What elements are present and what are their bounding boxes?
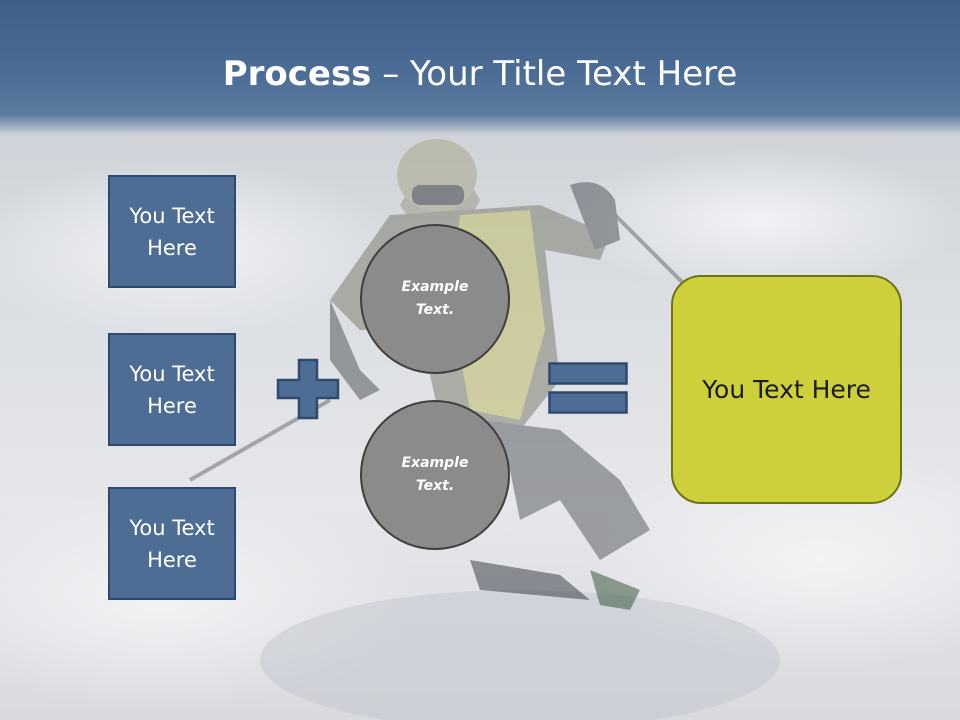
example-circle-2[interactable]: Example Text. [360, 400, 510, 550]
example-circle-2-label: Example Text. [401, 455, 469, 494]
input-box-1[interactable]: You Text Here [108, 175, 236, 288]
equals-icon [548, 362, 628, 414]
input-box-2[interactable]: You Text Here [108, 333, 236, 446]
result-box-label: You Text Here [702, 375, 871, 404]
result-box[interactable]: You Text Here [671, 275, 902, 504]
input-box-1-label: You Text Here [129, 203, 215, 260]
input-box-2-label: You Text Here [129, 361, 215, 418]
plus-icon [276, 358, 340, 420]
slide-title: Process – Your Title Text Here [0, 52, 960, 96]
title-bar [0, 0, 960, 135]
example-circle-1[interactable]: Example Text. [360, 224, 510, 374]
title-bold-text: Process [222, 54, 372, 94]
input-box-3-label: You Text Here [129, 515, 215, 572]
example-circle-1-label: Example Text. [401, 279, 469, 318]
title-rest-text: – Your Title Text Here [371, 54, 738, 94]
input-box-3[interactable]: You Text Here [108, 487, 236, 600]
